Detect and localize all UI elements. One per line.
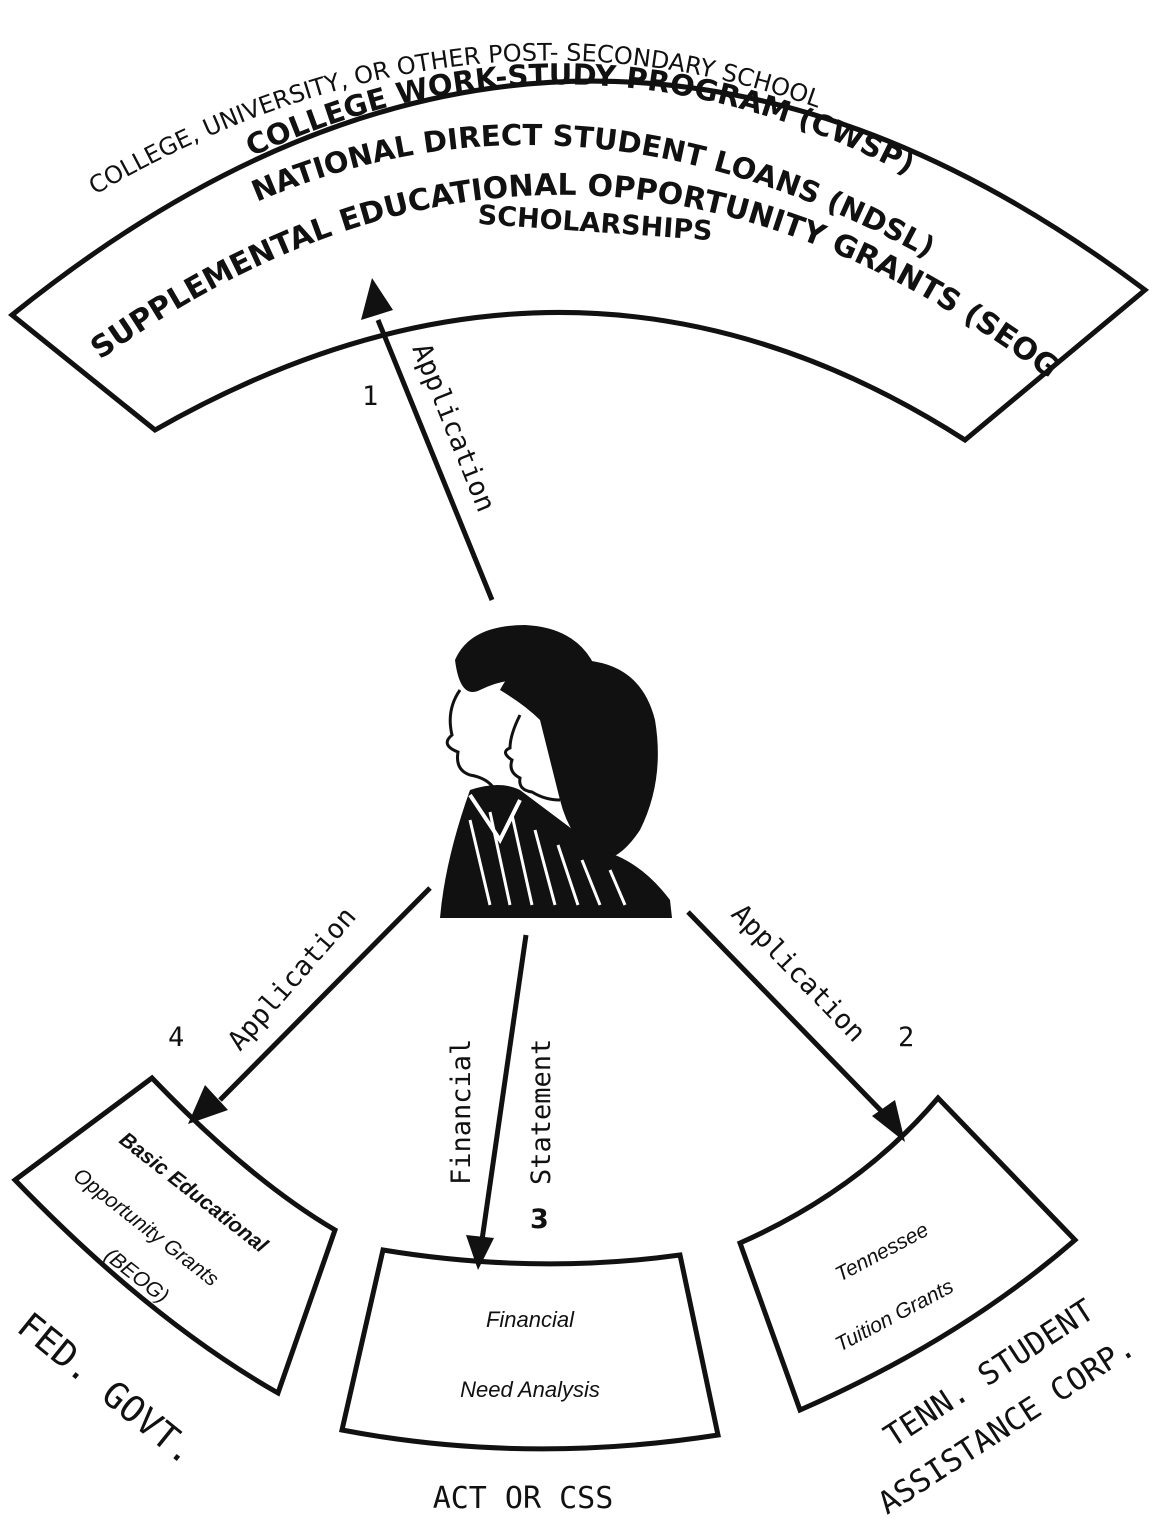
arrow-head-up-icon (361, 278, 393, 320)
arrow-to-federal (218, 886, 432, 1102)
tennessee-box: Tennessee Tuition Grants TENN. STUDENT A… (736, 1094, 1142, 1522)
need-analysis-box: Financial Need Analysis ACT OR CSS (338, 1247, 721, 1516)
tennessee-line-2: Tuition Grants (832, 1275, 958, 1357)
tennessee-line-1: Tennessee (832, 1218, 933, 1286)
arrow-to-tennessee (686, 910, 892, 1122)
flow-to-analysis: Financial Statement 3 (446, 934, 557, 1270)
analysis-agency-label: ACT OR CSS (433, 1481, 614, 1516)
school-box: COLLEGE, UNIVERSITY, OR OTHER POST- SECO… (0, 0, 1150, 444)
flow-to-tennessee: 2 Application (686, 898, 914, 1142)
step-4-number: 4 (168, 1022, 184, 1053)
step-3-label-line2: Statement (526, 1039, 557, 1185)
need-analysis-line-2: Need Analysis (460, 1377, 600, 1402)
step-3-number: 3 (530, 1204, 549, 1235)
arrow-head-down-right-icon (872, 1100, 905, 1142)
school-box-outline (8, 78, 1150, 444)
need-analysis-line-1: Financial (486, 1307, 575, 1332)
step-3-label-line1: Financial (446, 1039, 477, 1185)
federal-agency-label: FED. GOVT. (9, 1305, 203, 1473)
step-1-number: 1 (362, 381, 378, 412)
beog-box: Basic Educational Opportunity Grants (BE… (9, 1074, 339, 1473)
need-analysis-box-outline (338, 1247, 721, 1452)
beog-line-1: Basic Educational (115, 1128, 273, 1258)
beog-box-outline (11, 1074, 339, 1397)
arrow-to-school (375, 319, 495, 601)
tennessee-box-outline (736, 1094, 1079, 1414)
arrow-head-down-left-icon (188, 1085, 228, 1124)
arrow-head-down-icon (466, 1235, 494, 1270)
arrow-to-analysis (479, 934, 529, 1241)
step-2-number: 2 (898, 1022, 914, 1053)
students-illustration-icon (440, 625, 672, 918)
flow-to-federal: 4 Application (168, 886, 432, 1124)
